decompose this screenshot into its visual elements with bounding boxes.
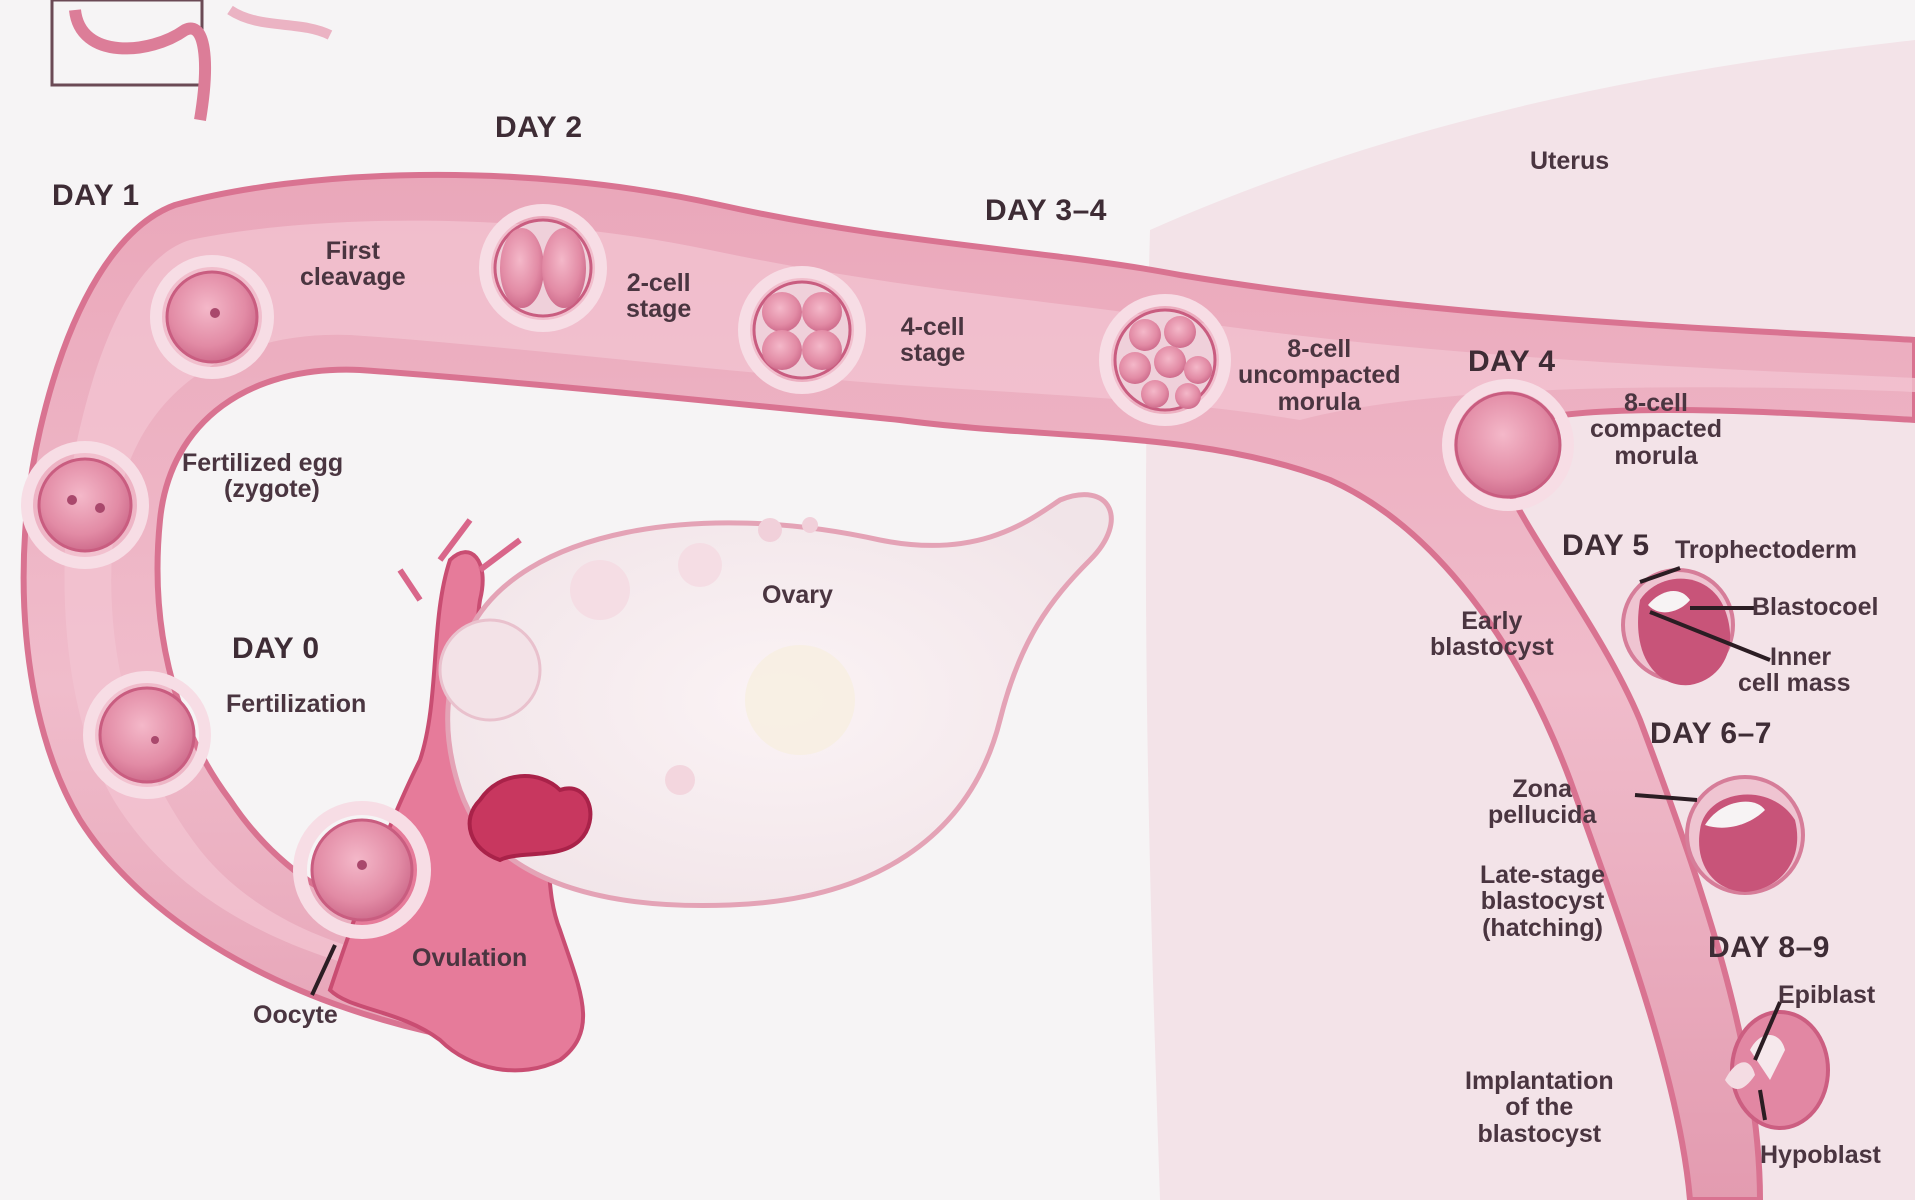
ovary-follicle	[440, 620, 540, 720]
epiblast-label: Epiblast	[1778, 982, 1875, 1008]
two-cell-stage-label: 2-cell stage	[626, 270, 691, 323]
ovary-label: Ovary	[762, 582, 833, 608]
uterus-label: Uterus	[1530, 148, 1609, 174]
oocyte-cell	[300, 808, 424, 932]
late-stage-blastocyst-label: Late-stage blastocyst (hatching)	[1480, 862, 1605, 941]
two-cell-embryo	[485, 210, 601, 326]
day-5-label: DAY 5	[1562, 530, 1650, 562]
day-3-4-label: DAY 3–4	[985, 195, 1107, 227]
eight-cell-uncompacted-morula-label: 8-cell uncompacted morula	[1238, 336, 1401, 415]
ovulation-label: Ovulation	[412, 945, 527, 971]
day-2-label: DAY 2	[495, 112, 583, 144]
first-cleavage-label: First cleavage	[300, 238, 406, 291]
ruptured-follicle	[470, 776, 591, 860]
first-cleavage-cell	[156, 261, 268, 373]
day-8-9-label: DAY 8–9	[1708, 932, 1830, 964]
fertilized-egg-label: Fertilized egg (zygote)	[182, 450, 343, 503]
day-6-7-label: DAY 6–7	[1650, 718, 1772, 750]
inset-tube-sketch	[75, 10, 205, 120]
four-cell-embryo	[744, 272, 860, 388]
implantation-label: Implantation of the blastocyst	[1465, 1068, 1614, 1147]
late-blastocyst	[1687, 777, 1803, 893]
inner-cell-mass-label: Inner cell mass	[1738, 644, 1851, 697]
early-blastocyst-label: Early blastocyst	[1430, 608, 1554, 661]
day-0-label: DAY 0	[232, 633, 320, 665]
fertilization-cell	[89, 677, 205, 793]
eight-cell-compacted-morula	[1448, 385, 1568, 505]
hypoblast-label: Hypoblast	[1760, 1142, 1881, 1168]
zygote-cell	[27, 447, 143, 563]
trophectoderm-label: Trophectoderm	[1675, 537, 1857, 563]
zona-pellucida-label: Zona pellucida	[1488, 776, 1596, 829]
eight-cell-compacted-morula-label: 8-cell compacted morula	[1590, 390, 1722, 469]
day-4-label: DAY 4	[1468, 346, 1556, 378]
fertilization-label: Fertilization	[226, 691, 366, 717]
eight-cell-uncompacted-morula	[1105, 300, 1225, 420]
blastocoel-label: Blastocoel	[1752, 594, 1878, 620]
four-cell-stage-label: 4-cell stage	[900, 314, 965, 367]
day-1-label: DAY 1	[52, 180, 140, 212]
oocyte-label: Oocyte	[253, 1002, 338, 1028]
